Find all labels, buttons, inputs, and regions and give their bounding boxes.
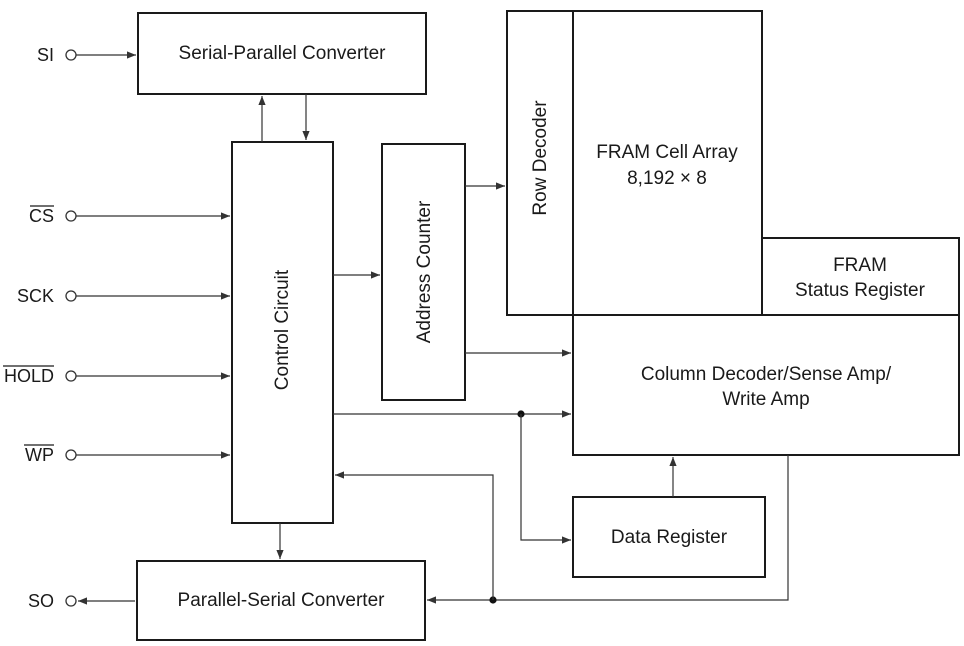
column-decoder-label-bottom: Write Amp [722, 389, 809, 410]
output-feedback-to-control-arrow [335, 471, 494, 600]
fram-status-register-label-top: FRAM [833, 255, 887, 276]
row-decoder-block: Row Decoder [506, 10, 575, 316]
fram-cell-array-size-label: 8,192 × 8 [627, 168, 707, 189]
fram-status-register-label-bottom: Status Register [795, 280, 926, 301]
data-register-label: Data Register [611, 527, 728, 548]
address-counter-label: Address Counter [414, 200, 435, 343]
pin-so-terminal [65, 595, 77, 607]
fram-cell-array-label: FRAM Cell Array [596, 142, 738, 163]
control-circuit-label: Control Circuit [272, 269, 293, 390]
fram-cell-array-block: FRAM Cell Array 8,192 × 8 [572, 10, 763, 316]
column-decoder-to-parallel-serial-arrow [427, 455, 789, 604]
pin-cs-label: CS [29, 206, 54, 226]
data-register-block: Data Register [572, 496, 766, 578]
serial-parallel-converter-block: Serial-Parallel Converter [137, 12, 427, 95]
pin-si-terminal [65, 49, 77, 61]
pin-so-label: SO [28, 591, 54, 611]
serial-parallel-converter-label: Serial-Parallel Converter [179, 43, 387, 64]
pin-hold-terminal [65, 370, 77, 382]
parallel-serial-converter-label: Parallel-Serial Converter [178, 590, 386, 611]
pin-wp-terminal [65, 449, 77, 461]
parallel-serial-converter-block: Parallel-Serial Converter [136, 560, 426, 641]
pin-hold-label: HOLD [4, 366, 54, 386]
pin-cs-terminal [65, 210, 77, 222]
row-decoder-label: Row Decoder [530, 100, 551, 216]
column-decoder-label-top: Column Decoder/Sense Amp/ [641, 364, 892, 385]
column-decoder-block: Column Decoder/Sense Amp/ Write Amp [572, 314, 960, 456]
pin-si-label: SI [37, 45, 54, 65]
control-circuit-block: Control Circuit [231, 141, 334, 524]
pin-sck-terminal [65, 290, 77, 302]
address-counter-block: Address Counter [381, 143, 466, 401]
pin-wp-label: WP [25, 445, 54, 465]
control-to-data-register-arrow [520, 414, 571, 544]
fram-status-register-block: FRAM Status Register [761, 237, 960, 316]
pin-sck-label: SCK [17, 286, 54, 306]
